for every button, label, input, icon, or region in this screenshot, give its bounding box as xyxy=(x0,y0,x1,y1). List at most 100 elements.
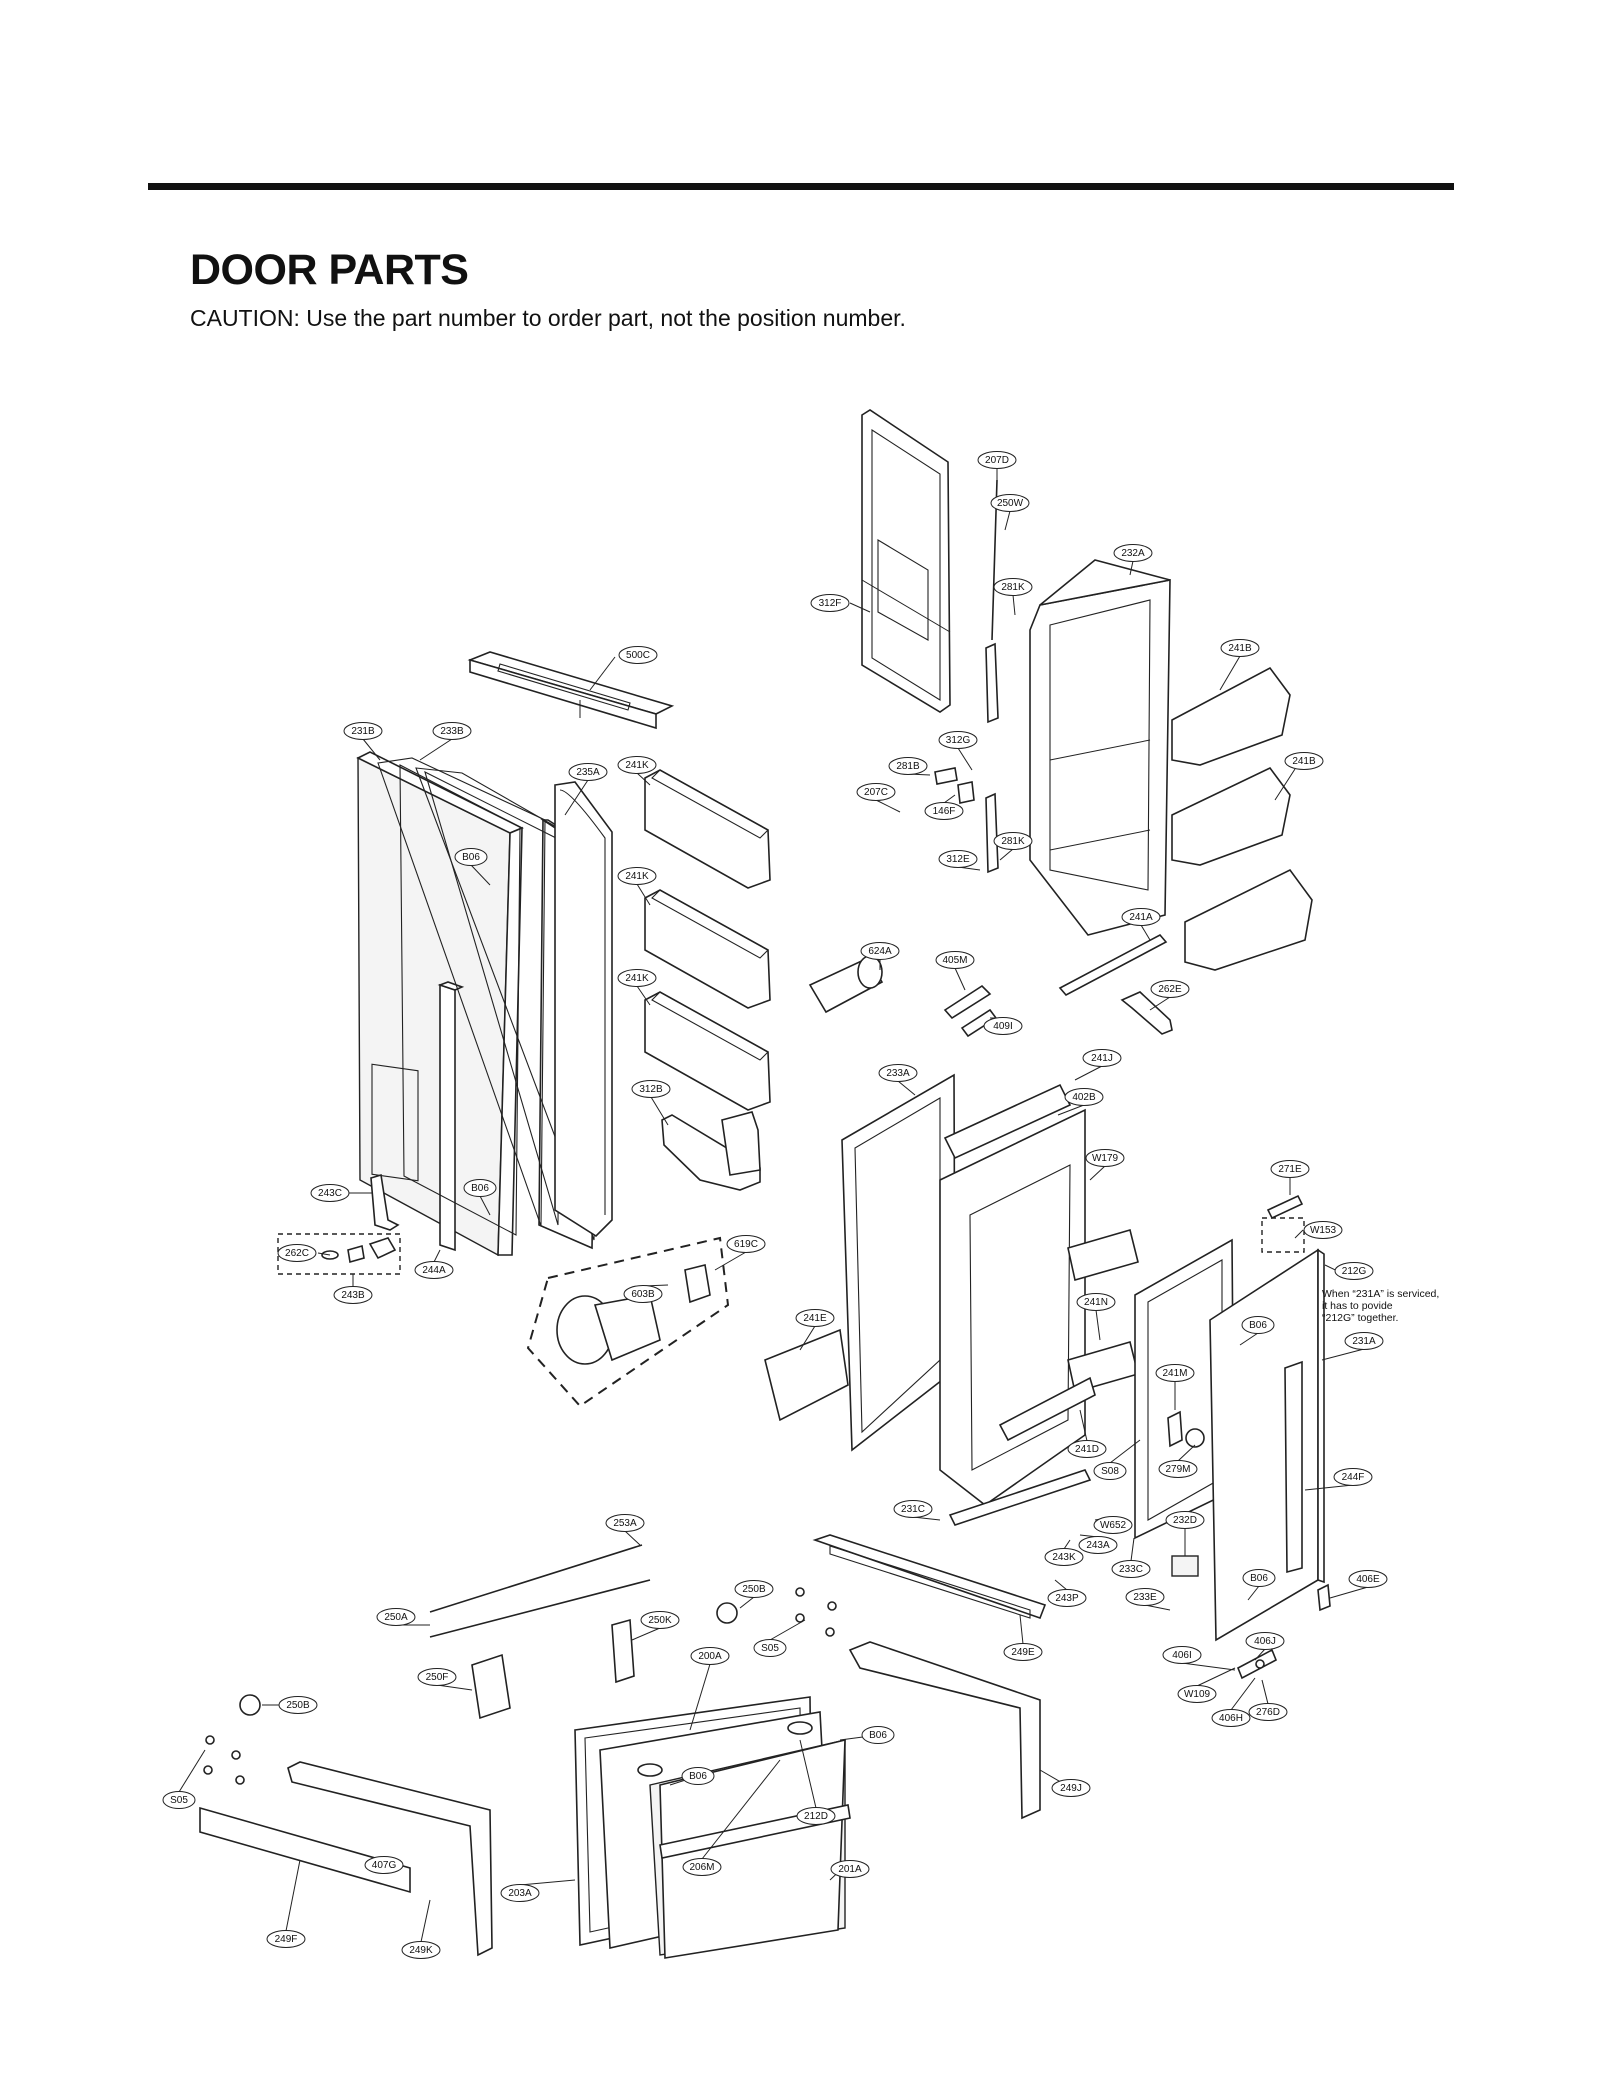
callout-oval xyxy=(1093,1516,1133,1534)
callout-oval xyxy=(938,731,978,749)
part-callout-b06: B06 xyxy=(463,1179,497,1197)
part-callout-b06: B06 xyxy=(1242,1569,1276,1587)
callout-oval xyxy=(1085,1149,1125,1167)
leader-line xyxy=(285,1859,301,1932)
part-callout-233c: 233C xyxy=(1111,1560,1151,1578)
callout-oval xyxy=(1111,1560,1151,1578)
callout-text: 253A xyxy=(613,1518,637,1529)
door-bins-241b xyxy=(1171,666,1313,971)
callout-text: 603B xyxy=(631,1289,655,1300)
part-callout-500c: 500C xyxy=(618,646,658,664)
leader-line xyxy=(1219,655,1241,691)
leader-line xyxy=(636,883,651,906)
part-callout-624a: 624A xyxy=(860,942,900,960)
leader-line xyxy=(1144,1604,1171,1611)
part-callout-603b: 603B xyxy=(623,1285,663,1303)
part-callout-b06: B06 xyxy=(861,1726,895,1744)
leader-line xyxy=(714,1251,747,1271)
part-callout-231c: 231C xyxy=(893,1500,933,1518)
strip-312e xyxy=(985,792,999,874)
callout-text: 207C xyxy=(864,787,888,798)
part-callout-619c: 619C xyxy=(726,1235,766,1253)
callout-text: 243A xyxy=(1086,1540,1110,1551)
rail-249k xyxy=(287,1761,493,1957)
callout-text: 241K xyxy=(625,871,649,882)
callout-oval xyxy=(414,1261,454,1279)
callout-oval xyxy=(623,1285,663,1303)
leader-line xyxy=(650,1096,669,1126)
leader-line xyxy=(362,738,381,761)
callout-text: 250W xyxy=(997,498,1024,509)
part-callout-b06: B06 xyxy=(1241,1316,1275,1334)
callout-text: W109 xyxy=(1184,1689,1211,1700)
callout-text: 406J xyxy=(1254,1636,1276,1647)
part-callout-b06: B06 xyxy=(681,1767,715,1785)
callout-oval xyxy=(1044,1548,1084,1566)
callout-oval xyxy=(631,1080,671,1098)
callout-text: 231B xyxy=(351,726,375,737)
part-callout-232a: 232A xyxy=(1113,544,1153,562)
screws xyxy=(203,1587,837,1785)
callout-oval xyxy=(618,646,658,664)
part-callout-407g: 407G xyxy=(364,1856,404,1874)
callout-text: 312G xyxy=(946,735,971,746)
callout-text: 243P xyxy=(1055,1593,1079,1604)
callout-oval xyxy=(1303,1221,1343,1239)
callout-oval xyxy=(1158,1460,1198,1478)
leader-line xyxy=(769,1619,806,1641)
callout-text: 312B xyxy=(639,1084,663,1095)
callout-oval xyxy=(856,783,896,801)
part-callout-b06: B06 xyxy=(454,848,488,866)
part-callout-s08: S08 xyxy=(1093,1462,1127,1480)
callout-text: 241K xyxy=(625,760,649,771)
leader-line xyxy=(701,1759,781,1860)
callout-text: 241D xyxy=(1075,1444,1099,1455)
leader-line xyxy=(849,602,871,613)
callout-text: 244F xyxy=(1342,1472,1365,1483)
leader-line xyxy=(636,985,651,1006)
callout-oval xyxy=(1150,980,1190,998)
door-bins-241k xyxy=(644,769,771,1111)
callout-oval xyxy=(463,1179,497,1197)
leader-line xyxy=(1261,1679,1269,1705)
callout-oval xyxy=(734,1580,774,1598)
callout-text: 241J xyxy=(1091,1053,1113,1064)
hinge-406 xyxy=(1236,1583,1331,1680)
callout-text: 233C xyxy=(1119,1564,1143,1575)
callout-text: W652 xyxy=(1100,1520,1127,1531)
leader-line xyxy=(1321,1348,1365,1361)
page-title: DOOR PARTS xyxy=(190,246,469,294)
callout-oval xyxy=(333,1286,373,1304)
part-callout-243a: 243A xyxy=(1078,1536,1118,1554)
callout-oval xyxy=(1082,1049,1122,1067)
rail-249j xyxy=(848,1641,1041,1820)
part-callout-243c: 243C xyxy=(310,1184,350,1202)
callout-oval xyxy=(990,494,1030,512)
callout-oval xyxy=(617,756,657,774)
leader-line xyxy=(954,967,966,991)
callout-oval xyxy=(690,1647,730,1665)
part-callout-241a: 241A xyxy=(1121,908,1161,926)
callout-text: 407G xyxy=(372,1860,397,1871)
part-callout-233a: 233A xyxy=(878,1064,918,1082)
callout-text: 279M xyxy=(1165,1464,1190,1475)
filter-624a xyxy=(808,955,884,1014)
callout-oval xyxy=(860,942,900,960)
part-callout-249f: 249F xyxy=(266,1930,306,1948)
callout-oval xyxy=(1165,1511,1205,1529)
leader-line xyxy=(1247,1585,1260,1601)
leader-line xyxy=(1130,1537,1135,1562)
callout-text: 405M xyxy=(942,955,967,966)
callout-text: 233A xyxy=(886,1068,910,1079)
callout-text: 212D xyxy=(804,1811,828,1822)
callout-text: 231C xyxy=(901,1504,925,1515)
callout-text: 241E xyxy=(803,1313,827,1324)
callout-text: 250B xyxy=(286,1700,310,1711)
part-callout-250b: 250B xyxy=(734,1580,774,1598)
part-callout-w179: W179 xyxy=(1085,1149,1125,1167)
callout-text: 406H xyxy=(1219,1713,1243,1724)
leader-line xyxy=(433,1249,441,1263)
part-callout-244a: 244A xyxy=(414,1261,454,1279)
callout-text: 249E xyxy=(1011,1647,1035,1658)
callout-oval xyxy=(1047,1589,1087,1607)
